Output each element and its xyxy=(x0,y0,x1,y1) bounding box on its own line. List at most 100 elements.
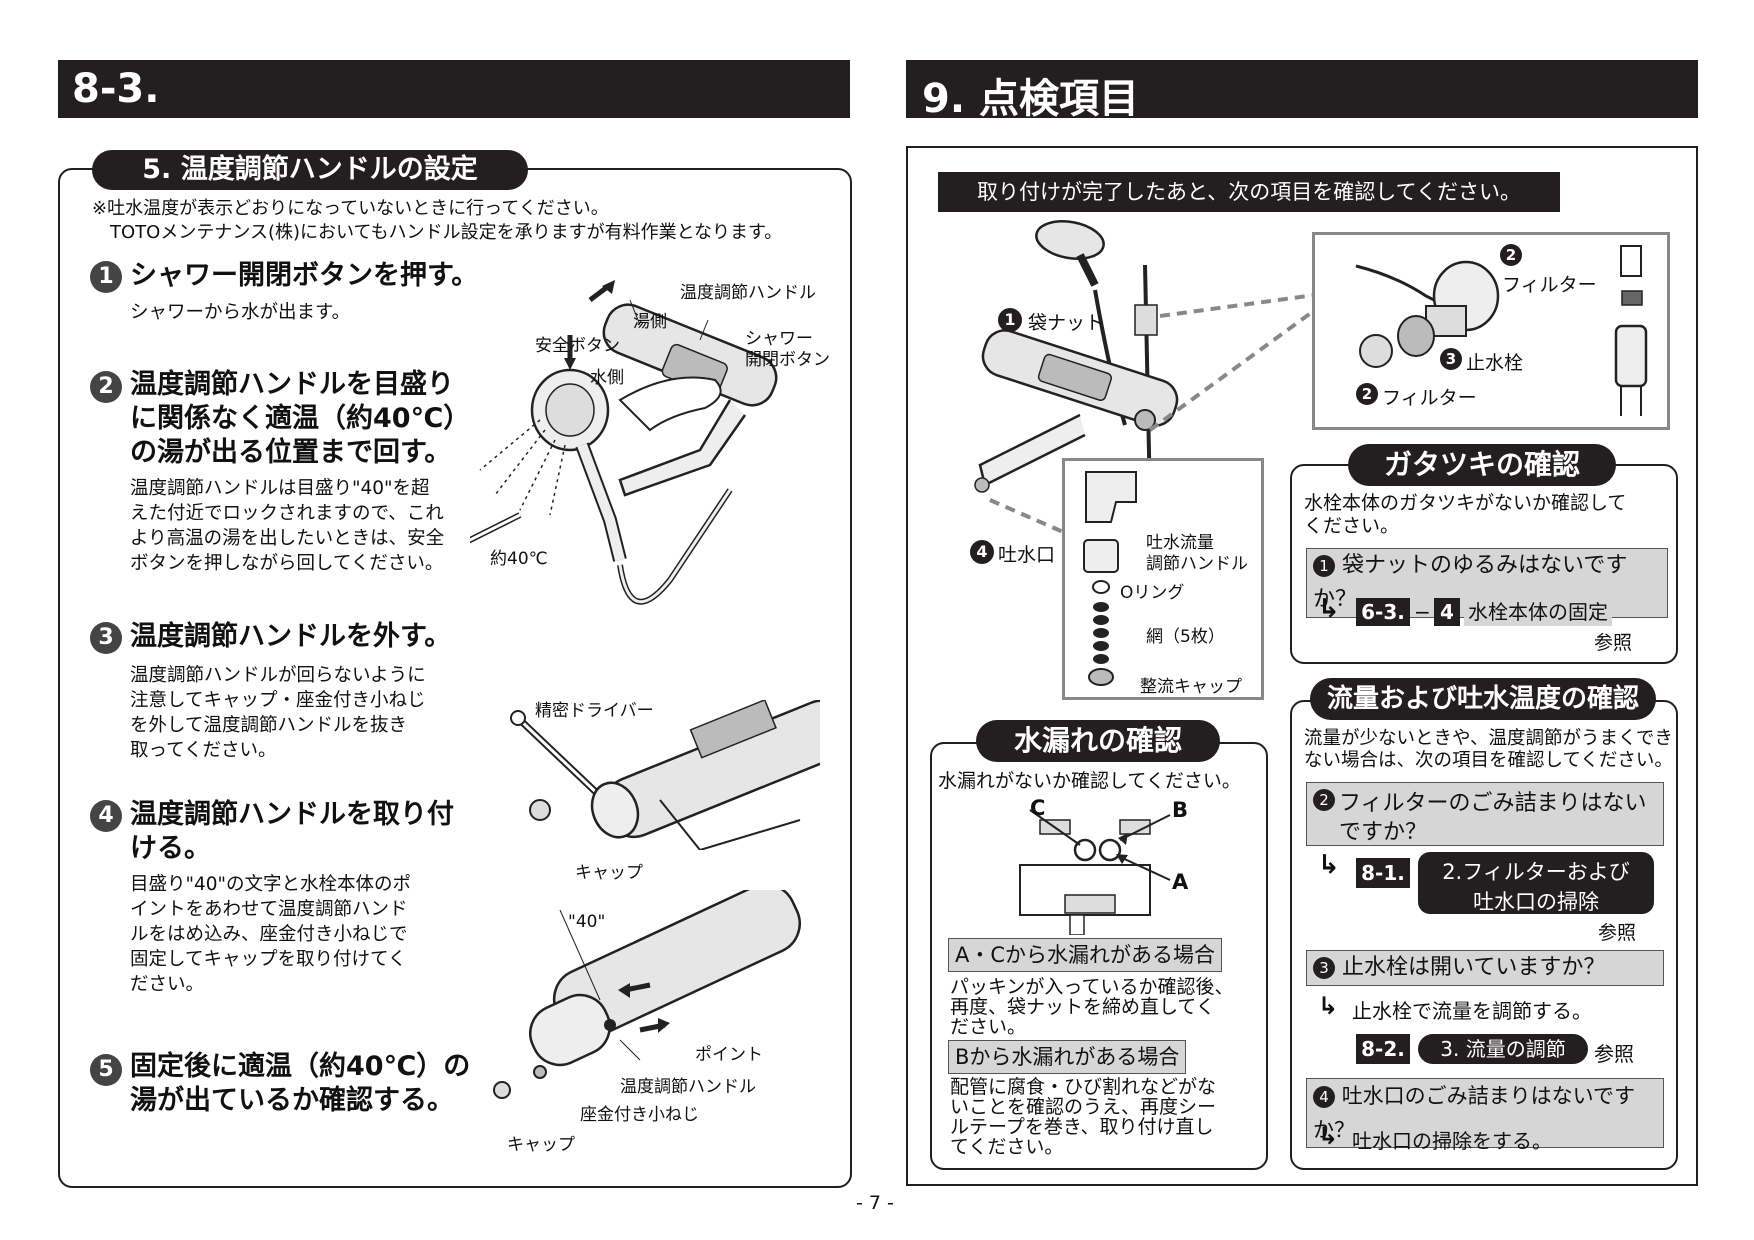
label-shower-button-l1: シャワー xyxy=(745,329,813,349)
label-screw: 座金付き小ねじ xyxy=(580,1105,699,1125)
flow-title-text: 流量および吐水温度の確認 xyxy=(1326,684,1639,714)
label-stop-valve: 止水栓 xyxy=(1466,352,1524,374)
step-4-body-l1: 目盛り"40"の文字と水栓本体のポ xyxy=(130,874,412,895)
rattle-ref-section[interactable]: 6-3. xyxy=(1356,598,1410,626)
intro-banner: 取り付けが完了したあと、次の項目を確認してください。 xyxy=(938,172,1560,212)
label-about-40: 約40℃ xyxy=(490,549,548,569)
flow-ref1-label: 参照 xyxy=(1598,922,1637,944)
flow-q2-l1: フィルターのごみ詰まりはない xyxy=(1339,791,1647,816)
step-5-number: 5 xyxy=(90,1054,122,1086)
label-forty: "40" xyxy=(568,912,606,932)
rattle-ref-number[interactable]: 4 xyxy=(1434,598,1460,626)
dashed-connectors xyxy=(989,293,1317,537)
label-flow-handle-l2: 調節ハンドル xyxy=(1146,554,1248,574)
label-temp-handle: 温度調節ハンドル xyxy=(680,283,816,303)
page-number: - 7 - xyxy=(856,1192,894,1214)
label-oring: Oリング xyxy=(1120,583,1185,603)
step-3-body-l4: 取ってください。 xyxy=(130,740,277,761)
flow-a4-arrow: ↳ xyxy=(1318,1122,1339,1150)
flow-q2-number: 2 xyxy=(1313,789,1335,811)
label-cap-2: キャップ xyxy=(507,1135,575,1155)
left-header-bar: 8-3. xyxy=(58,60,850,118)
flow-ref1-box[interactable]: 2.フィルターおよび 吐水口の掃除 xyxy=(1418,852,1654,914)
label-filter-top: フィルター xyxy=(1502,274,1597,296)
flow-ref2-section[interactable]: 8-2. xyxy=(1356,1034,1410,1064)
leak-ac-l1: パッキンが入っているか確認後、 xyxy=(950,976,1234,998)
left-note-line1: ※吐水温度が表示どおりになっていないときに行ってください。 xyxy=(92,198,609,219)
leak-label-a: A xyxy=(1172,870,1189,894)
flow-a3-arrow: ↳ xyxy=(1318,992,1339,1020)
flow-ref1-section[interactable]: 8-1. xyxy=(1356,858,1410,888)
rattle-intro-l2: ください。 xyxy=(1304,515,1400,537)
rattle-q1-text: 袋ナットのゆるみはないですか？ xyxy=(1313,553,1628,612)
leak-label-b: B xyxy=(1172,798,1189,822)
step-4-number: 4 xyxy=(90,800,122,832)
label-filter-bottom: フィルター xyxy=(1382,387,1477,409)
step-3-title: 温度調節ハンドルを外す。 xyxy=(130,621,452,652)
diagram-n4: 4 xyxy=(970,540,994,564)
flow-q3-bar: 3 止水栓は開いていますか？ xyxy=(1306,950,1664,986)
left-note-line2: TOTOメンテナンス(株)においてもハンドル設定を承りますが有料作業となります。 xyxy=(110,222,783,243)
right-header-bar: 9. 点検項目 xyxy=(906,60,1698,122)
label-outlet: 吐水口 xyxy=(998,544,1056,566)
flow-q2-bar: 2 フィルターのごみ詰まりはない ですか？ xyxy=(1306,782,1664,846)
step-1-body: シャワーから水が出ます。 xyxy=(130,302,351,323)
label-shower-button-l2: 開閉ボタン xyxy=(745,350,830,370)
leak-b-l4: てください。 xyxy=(950,1136,1064,1158)
flow-ref2-label: 参照 xyxy=(1594,1042,1634,1066)
flow-a4-text: 吐水口の掃除をする。 xyxy=(1352,1129,1552,1153)
intro-banner-text: 取り付けが完了したあと、次の項目を確認してください。 xyxy=(977,180,1521,204)
step-2-body-l1: 温度調節ハンドルは目盛り"40"を超 xyxy=(130,478,430,499)
right-header-title: 9. 点検項目 xyxy=(922,76,1139,122)
rattle-ref-arrow: ↳ xyxy=(1318,594,1340,624)
step-4-body-l5: ださい。 xyxy=(130,974,205,995)
leak-label-c: C xyxy=(1030,796,1046,820)
step-2-title-l3: の湯が出る位置まで回す。 xyxy=(130,437,452,468)
flow-intro-l1: 流量が少ないときや、温度調節がうまくでき xyxy=(1304,728,1673,749)
diagram-n1: 1 xyxy=(998,308,1022,332)
label-point: ポイント xyxy=(695,1045,763,1065)
label-temp-handle-2: 温度調節ハンドル xyxy=(620,1077,756,1097)
flow-q4-number: 4 xyxy=(1313,1086,1335,1108)
left-header-title: 8-3. xyxy=(72,66,160,112)
stop-valve-number: 3 xyxy=(1440,348,1462,370)
step-4-title-l2: ける。 xyxy=(130,833,211,864)
leak-diagram xyxy=(1019,809,1171,935)
leak-ac-title: A・Cから水漏れがある場合 xyxy=(948,938,1223,972)
left-panel xyxy=(58,168,852,1188)
step-3-number: 3 xyxy=(90,622,122,654)
flow-ref2-box[interactable]: 3. 流量の調節 xyxy=(1418,1034,1588,1064)
flow-q2-l2: ですか？ xyxy=(1339,820,1428,845)
flow-intro-l2: ない場合は、次の項目を確認してください。 xyxy=(1304,750,1673,771)
rattle-ref-label: 参照 xyxy=(1594,632,1633,654)
step-5-title-l1: 固定後に適温（約40℃）の xyxy=(130,1051,471,1082)
step-3-body-l3: を外して温度調節ハンドルを抜き xyxy=(130,715,407,736)
faucet-shower-illustration xyxy=(470,280,778,605)
step-1-number: 1 xyxy=(90,261,122,293)
label-flow-handle-l1: 吐水流量 xyxy=(1146,533,1214,553)
flow-title: 流量および吐水温度の確認 xyxy=(1310,678,1656,720)
step-2-body-l3: より高温の湯を出したいときは、安全 xyxy=(130,528,445,549)
step-2-title-l2: に関係なく適温（約40℃） xyxy=(130,403,471,434)
leak-b-l3: ルテープを巻き、取り付け直し xyxy=(950,1116,1214,1138)
rattle-q1-number: 1 xyxy=(1313,555,1335,577)
label-bag-nut: 袋ナット xyxy=(1028,312,1105,334)
leak-title-text: 水漏れの確認 xyxy=(1013,724,1182,757)
step-4-body-l2: イントをあわせて温度調節ハンド xyxy=(130,899,408,920)
rattle-ref-text[interactable]: 水栓本体の固定 xyxy=(1464,598,1612,626)
filter-bottom-number: 2 xyxy=(1356,383,1378,405)
inspection-faucet-diagram xyxy=(974,220,1179,500)
step-4-body-l3: ルをはめ込み、座金付き小ねじで xyxy=(130,924,408,945)
leak-intro: 水漏れがないか確認してください。 xyxy=(938,770,1241,792)
attach-handle-illustration xyxy=(493,890,801,1099)
label-cold-side: 水側 xyxy=(590,368,624,388)
label-mesh: 網（5枚） xyxy=(1146,627,1225,647)
flow-q3-text: 止水栓は開いていますか？ xyxy=(1342,955,1606,980)
leak-b-title: Bから水漏れがある場合 xyxy=(948,1040,1187,1074)
flow-ref1-l2: 吐水口の掃除 xyxy=(1473,890,1599,914)
flow-a3-text: 止水栓で流量を調節する。 xyxy=(1352,999,1592,1023)
rattle-title: ガタツキの確認 xyxy=(1348,444,1616,486)
rattle-intro-l1: 水栓本体のガタツキがないか確認して xyxy=(1304,492,1627,514)
leak-ac-l3: ださい。 xyxy=(950,1016,1027,1038)
step-2-title-l1: 温度調節ハンドルを目盛り xyxy=(130,369,454,400)
